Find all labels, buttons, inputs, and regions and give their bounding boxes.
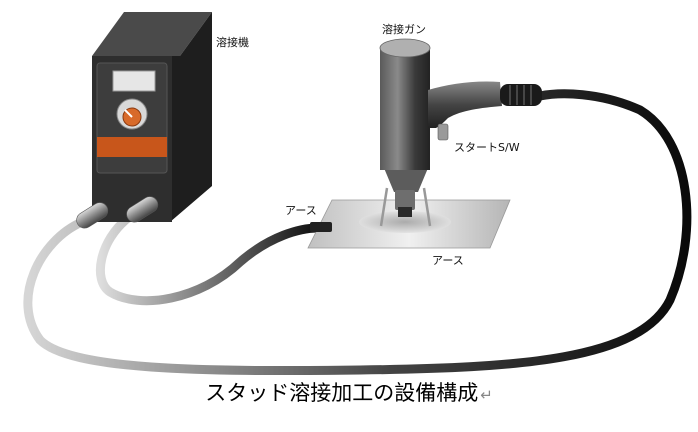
cable-boot <box>500 84 542 106</box>
return-mark: ↵ <box>480 386 493 404</box>
label-welding-gun: 溶接ガン <box>382 23 426 36</box>
machine-top <box>92 12 212 56</box>
dial-pointer <box>124 109 133 118</box>
welding-machine <box>76 12 212 229</box>
cables <box>23 89 692 376</box>
gun-collet <box>395 190 415 210</box>
machine-side <box>170 12 212 222</box>
gun-chuck <box>398 207 412 217</box>
caption-text: スタッド溶接加工の設備構成 <box>205 381 479 405</box>
earth-cable <box>95 213 323 306</box>
display-screen <box>112 70 156 92</box>
label-start-switch: スタートS/W <box>454 141 520 154</box>
gun-leg-left <box>379 187 389 227</box>
output-plug-1 <box>76 202 109 229</box>
trigger-switch <box>437 123 449 141</box>
gun-barrel <box>380 48 430 170</box>
diagram-caption: スタッド溶接加工の設備構成↵ <box>0 383 698 404</box>
accent-stripe <box>97 137 167 157</box>
label-earth-bottom: アース <box>432 254 464 267</box>
label-welder: 溶接機 <box>216 36 249 49</box>
earth-clamp <box>310 222 332 232</box>
gun-handle <box>428 81 502 128</box>
gun-nozzle-cone <box>384 168 428 192</box>
welding-gun <box>379 38 542 227</box>
gun-cable-loop <box>23 89 692 376</box>
gun-top <box>379 38 431 58</box>
output-plug-2 <box>126 196 159 223</box>
label-earth-left: アース <box>285 204 317 217</box>
gun-leg-right <box>422 187 432 227</box>
